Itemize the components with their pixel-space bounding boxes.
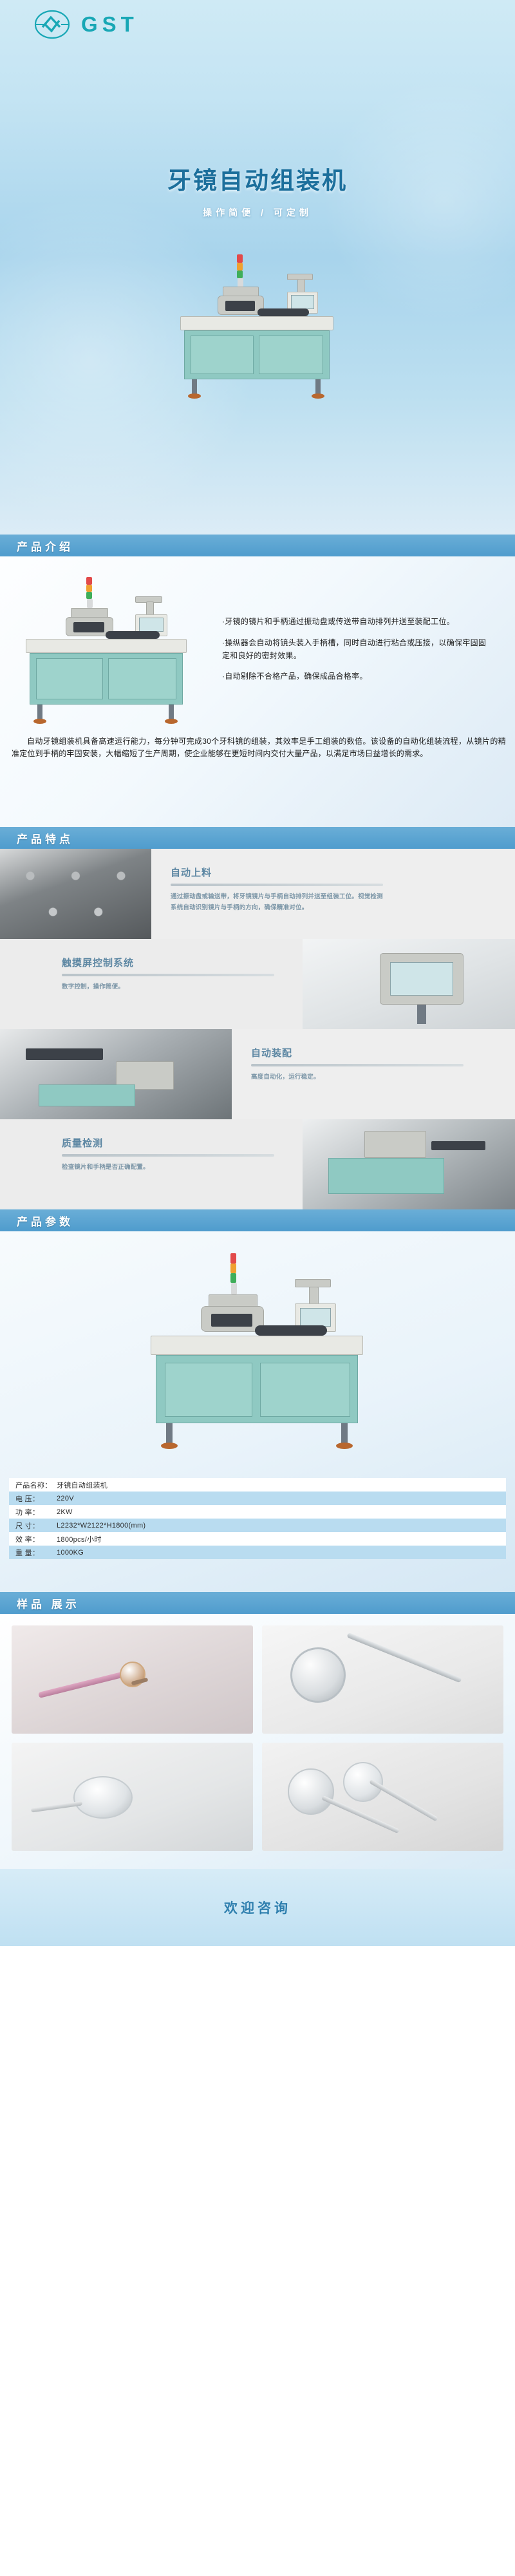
feature-item-4: 质量检测 检查镜片和手柄是否正确配置。	[0, 1119, 515, 1209]
features-section: 自动上料 通过振动盘或输送带，将牙镜镜片与手柄自动排列并送至组装工位。视觉检测系…	[0, 849, 515, 1209]
hero-machine-image	[161, 254, 354, 402]
feature-4-text: 质量检测 检查镜片和手柄是否正确配置。	[62, 1136, 274, 1173]
product-intro-image	[4, 574, 210, 729]
samples-gallery	[0, 1614, 515, 1856]
param-value: 1000KG	[57, 1548, 84, 1557]
param-label: 产品名称：	[15, 1481, 52, 1490]
param-value: L2232*W2122*H1800(mm)	[57, 1521, 146, 1530]
feature-3-divider	[251, 1064, 464, 1066]
feature-3-title: 自动装配	[251, 1048, 293, 1059]
section-header-features-label: 产品特点	[17, 833, 73, 846]
param-value: 牙镜自动组装机	[57, 1481, 108, 1490]
product-params-section: 产品名称： 牙镜自动组装机 电 压： 220V 功 率： 2KW 尺 寸： L2…	[0, 1231, 515, 1592]
section-header-features: 产品特点	[0, 827, 515, 849]
feature-1-divider	[171, 884, 383, 886]
section-header-intro-label: 产品介绍	[17, 540, 73, 553]
product-intro-section: ·牙镜的镜片和手柄通过振动盘或传送带自动排列并送至装配工位。 ·操纵器会自动将镜…	[0, 556, 515, 827]
product-intro-bullets: ·牙镜的镜片和手柄通过振动盘或传送带自动排列并送至装配工位。 ·操纵器会自动将镜…	[222, 616, 492, 692]
feature-1-title: 自动上料	[171, 867, 212, 878]
product-params-table: 产品名称： 牙镜自动组装机 电 压： 220V 功 率： 2KW 尺 寸： L2…	[9, 1478, 506, 1559]
feature-1-desc: 通过振动盘或输送带，将牙镜镜片与手柄自动排列并送至组装工位。视觉检测系统自动识别…	[171, 893, 383, 911]
brand-name: GST	[81, 12, 138, 36]
feature-4-divider	[62, 1154, 274, 1157]
section-header-samples: 样品 展示	[0, 1592, 515, 1614]
footer-cta-label: 欢迎咨询	[224, 1901, 291, 1916]
sample-photo-1[interactable]	[12, 1625, 253, 1734]
param-value: 220V	[57, 1494, 74, 1502]
gst-circle-logo-icon	[33, 9, 71, 40]
param-label: 功 率：	[15, 1508, 40, 1517]
footer-cta: 欢迎咨询	[0, 1869, 515, 1946]
brand-logo[interactable]: GST	[33, 9, 138, 40]
feature-item-1: 自动上料 通过振动盘或输送带，将牙镜镜片与手柄自动排列并送至组装工位。视觉检测系…	[0, 849, 515, 939]
feature-1-text: 自动上料 通过振动盘或输送带，将牙镜镜片与手柄自动排列并送至组装工位。视觉检测系…	[171, 866, 383, 913]
intro-bullet-3: ·自动剔除不合格产品，确保成品合格率。	[222, 672, 368, 681]
product-intro-paragraph: 自动牙镜组装机具备高速运行能力，每分钟可完成30个牙科镜的组装，其效率是手工组装…	[12, 737, 506, 759]
intro-bullet-2: ·操纵器会自动将镜头装入手柄槽，同时自动进行粘合或压接，以确保牢固固定和良好的密…	[222, 638, 487, 660]
section-header-intro: 产品介绍	[0, 535, 515, 556]
hero-subtitle: 操作简便 / 可定制	[203, 207, 312, 218]
feature-2-text: 触摸屏控制系统 数字控制，操作简便。	[62, 956, 274, 993]
section-header-params: 产品参数	[0, 1209, 515, 1231]
sample-photo-3[interactable]	[12, 1743, 253, 1851]
samples-section	[0, 1614, 515, 1869]
param-value: 1800pcs/小时	[57, 1535, 102, 1544]
sample-photo-2[interactable]	[262, 1625, 503, 1734]
feature-item-2: 触摸屏控制系统 数字控制，操作简便。	[0, 939, 515, 1029]
param-value: 2KW	[57, 1508, 73, 1516]
feature-3-desc: 高度自动化，运行稳定。	[251, 1074, 320, 1081]
page-title: 牙镜自动组装机	[167, 167, 348, 194]
feature-2-photo	[303, 939, 515, 1029]
feature-2-desc: 数字控制，操作简便。	[62, 983, 125, 990]
param-row: 产品名称： 牙镜自动组装机	[9, 1478, 506, 1492]
feature-item-3: 自动装配 高度自动化，运行稳定。	[0, 1029, 515, 1119]
feature-4-title: 质量检测	[62, 1138, 104, 1149]
section-header-samples-label: 样品 展示	[17, 1598, 80, 1611]
sample-photo-4[interactable]	[262, 1743, 503, 1851]
hero-decoration-right	[322, 77, 515, 322]
param-row: 电 压： 220V	[9, 1492, 506, 1505]
feature-2-title: 触摸屏控制系统	[62, 958, 135, 969]
section-header-params-label: 产品参数	[17, 1215, 73, 1228]
param-row: 效 率： 1800pcs/小时	[9, 1532, 506, 1546]
param-row: 尺 寸： L2232*W2122*H1800(mm)	[9, 1519, 506, 1532]
param-label: 重 量：	[15, 1549, 40, 1557]
feature-3-text: 自动装配 高度自动化，运行稳定。	[251, 1046, 464, 1083]
param-label: 效 率：	[15, 1535, 40, 1544]
product-params-image	[122, 1249, 393, 1462]
feature-2-divider	[62, 974, 274, 976]
feature-1-photo	[0, 849, 151, 939]
feature-4-desc: 检查镜片和手柄是否正确配置。	[62, 1164, 149, 1171]
feature-4-photo	[303, 1119, 515, 1209]
param-label: 电 压：	[15, 1495, 40, 1503]
param-label: 尺 寸：	[15, 1522, 40, 1530]
param-row: 重 量： 1000KG	[9, 1546, 506, 1559]
param-row: 功 率： 2KW	[9, 1505, 506, 1519]
feature-3-photo	[0, 1029, 232, 1119]
intro-bullet-1: ·牙镜的镜片和手柄通过振动盘或传送带自动排列并送至装配工位。	[222, 617, 454, 626]
hero-banner: GST 牙镜自动组装机 操作简便 / 可定制	[0, 0, 515, 535]
